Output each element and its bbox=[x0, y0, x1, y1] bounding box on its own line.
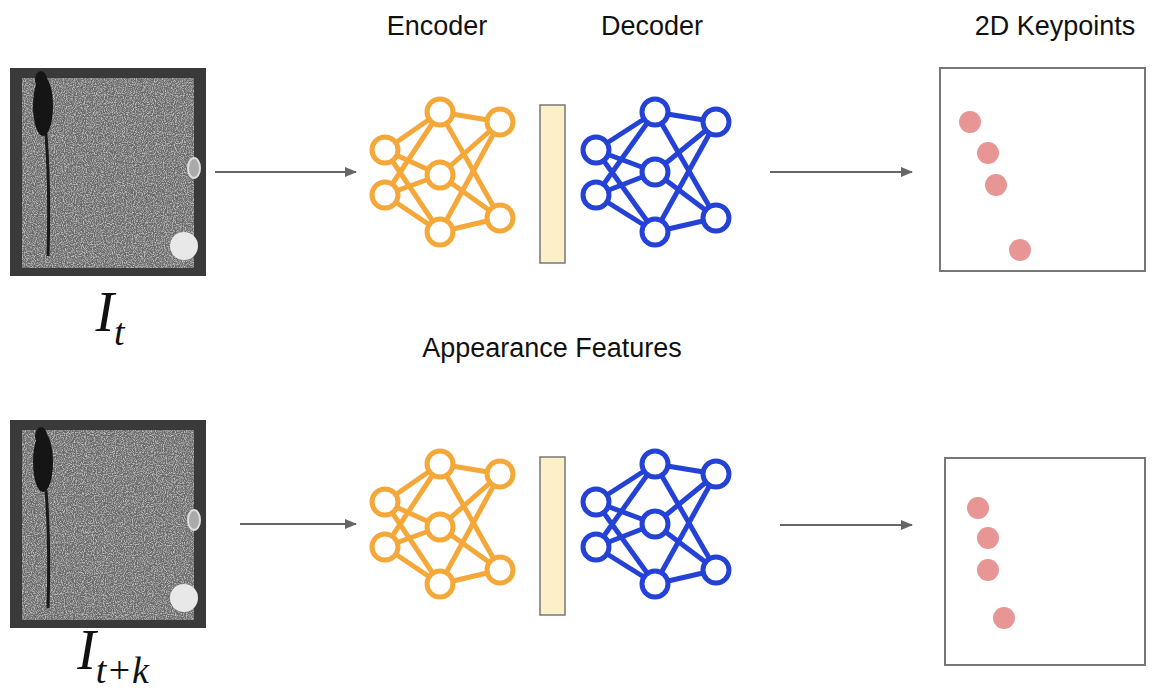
frame-symbol: I bbox=[95, 281, 114, 343]
frame-label: It bbox=[95, 284, 124, 351]
feature-bar bbox=[540, 105, 565, 263]
frame-symbol: I bbox=[77, 619, 96, 681]
network-icon bbox=[372, 99, 513, 245]
keypoint-dot bbox=[977, 142, 999, 164]
flow-arrow bbox=[780, 524, 912, 526]
network-unit bbox=[372, 182, 398, 208]
network-unit bbox=[487, 461, 513, 487]
flow-arrow bbox=[770, 171, 912, 173]
caption-text: Encoder bbox=[387, 12, 488, 42]
arena-floor bbox=[22, 430, 194, 620]
network-unit bbox=[642, 451, 668, 477]
network-unit bbox=[427, 162, 453, 188]
network-unit bbox=[703, 557, 729, 583]
network-unit bbox=[427, 219, 453, 245]
network-unit bbox=[642, 511, 668, 537]
network-unit bbox=[642, 159, 668, 185]
keypoint-dot bbox=[993, 607, 1015, 629]
mouse-tail bbox=[46, 134, 49, 256]
network-unit bbox=[642, 99, 668, 125]
network-icon bbox=[583, 451, 729, 597]
mouse-image bbox=[10, 68, 206, 276]
frame-label: It+k bbox=[77, 622, 149, 689]
keypoint-frame bbox=[940, 68, 1145, 271]
network-icon bbox=[583, 99, 729, 245]
caption-text: Appearance Features bbox=[422, 334, 682, 364]
network-unit bbox=[642, 219, 668, 245]
frame-subscript: t bbox=[114, 311, 125, 353]
network-unit bbox=[427, 99, 453, 125]
keypoint-dot bbox=[977, 527, 999, 549]
network-unit bbox=[372, 489, 398, 515]
keypoint-dot bbox=[985, 174, 1007, 196]
network-unit bbox=[427, 571, 453, 597]
network-unit bbox=[427, 514, 453, 540]
keypoint-dot bbox=[977, 559, 999, 581]
keypoint-dot bbox=[967, 497, 989, 519]
port bbox=[188, 158, 200, 178]
network-unit bbox=[703, 109, 729, 135]
caption-text: 2D Keypoints bbox=[975, 12, 1136, 42]
keypoint-dot bbox=[1009, 239, 1031, 261]
network-unit bbox=[372, 137, 398, 163]
network-unit bbox=[703, 205, 729, 231]
network-unit bbox=[583, 489, 609, 515]
mouse-image bbox=[10, 420, 206, 628]
keypoint-frame bbox=[945, 458, 1145, 665]
caption-text: Decoder bbox=[601, 12, 703, 42]
arena-speckle bbox=[22, 430, 194, 620]
ball bbox=[170, 232, 198, 260]
network-unit bbox=[583, 534, 609, 560]
network-unit bbox=[642, 571, 668, 597]
network-unit bbox=[487, 557, 513, 583]
feature-bar bbox=[540, 457, 565, 615]
mouse-tail bbox=[46, 490, 49, 608]
flow-arrow bbox=[240, 523, 356, 525]
frame-subscript: t+k bbox=[96, 649, 149, 691]
network-unit bbox=[703, 461, 729, 487]
mouse-head bbox=[35, 427, 47, 445]
mouse-head bbox=[35, 71, 47, 89]
image-frame bbox=[10, 68, 206, 276]
flow-arrow bbox=[215, 171, 356, 173]
network-unit bbox=[583, 182, 609, 208]
network-icon bbox=[372, 451, 513, 597]
network-unit bbox=[583, 137, 609, 163]
network-unit bbox=[487, 205, 513, 231]
network-unit bbox=[427, 451, 453, 477]
keypoint-dot bbox=[959, 111, 981, 133]
ball bbox=[170, 584, 198, 612]
port bbox=[188, 510, 200, 530]
image-frame bbox=[10, 420, 206, 628]
network-unit bbox=[487, 109, 513, 135]
network-unit bbox=[372, 534, 398, 560]
